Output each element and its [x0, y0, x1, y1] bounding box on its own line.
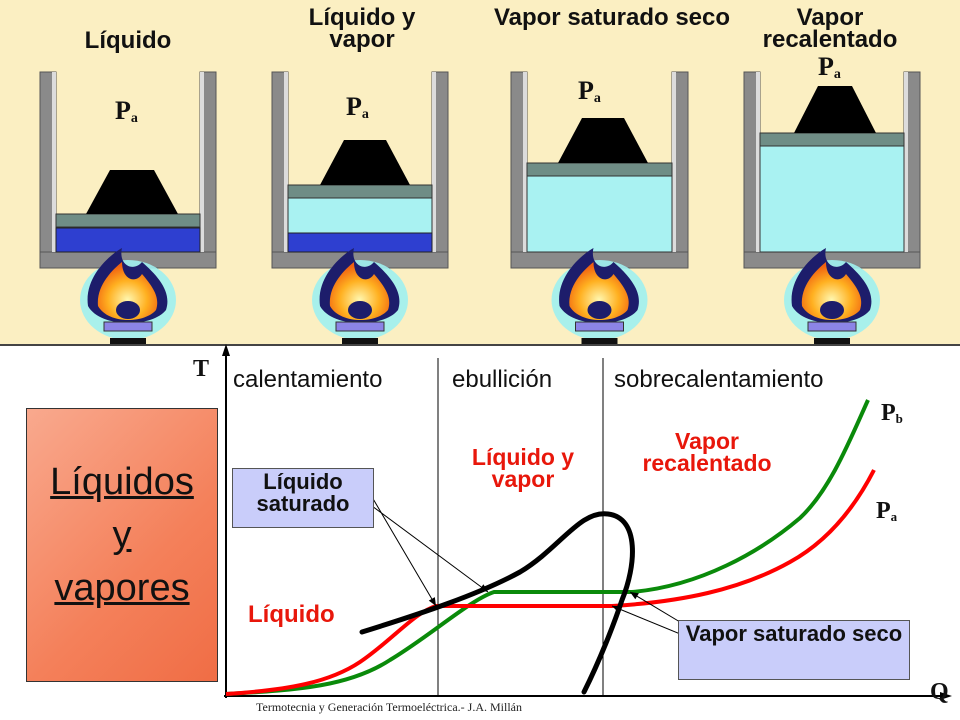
state-title-liquid-vapor: Líquido y vapor — [308, 4, 416, 53]
pressure-label-superheated-vapor: Pa — [818, 52, 841, 82]
vessel-inner-edge-right — [904, 72, 908, 252]
flame-icon — [80, 248, 176, 344]
vessel-inner-edge-left — [523, 72, 527, 252]
pressure-curve-label-pb: Pb — [881, 400, 903, 426]
vessel-inner-edge-left — [284, 72, 288, 252]
cylinder-states-panel: Líquido Líquido y vapor Vapor saturado s… — [0, 0, 960, 346]
side-title-line2: y — [112, 514, 132, 556]
state-title-superheated-vapor: Vapor recalentado — [762, 4, 898, 53]
pressure-label-saturated-vapor: Pa — [578, 76, 601, 106]
state-title-liquid: Líquido — [84, 27, 172, 54]
pointer-saturated-liquid-pa-head — [428, 597, 436, 606]
vapor-fill — [287, 197, 433, 234]
pointer-saturated-liquid-pb — [371, 505, 489, 593]
vessel-inner-edge-right — [200, 72, 204, 252]
temperature-heat-diagram — [222, 344, 952, 700]
piston — [526, 162, 673, 177]
weight — [794, 86, 876, 133]
flame-icon — [551, 248, 648, 344]
pointer-saturated-liquid-pb-head — [479, 584, 488, 592]
liquid-fill — [55, 227, 201, 253]
side-title-line1: Líquidos — [50, 461, 194, 503]
cylinder-scene — [39, 71, 921, 344]
piston — [287, 184, 433, 199]
pressure-label-liquid-vapor: Pa — [346, 92, 369, 122]
callout-saturated-liquid: Líquido saturado — [232, 468, 374, 528]
callout-saturated-vapor: Vapor saturado seco — [678, 620, 910, 680]
liquid-fill — [287, 232, 433, 253]
side-title-line3: vapores — [54, 567, 190, 609]
flame-icon — [312, 248, 408, 344]
piston — [55, 213, 201, 228]
y-axis-arrow — [222, 344, 230, 356]
pointer-saturated-vapor-pa-head — [612, 605, 621, 613]
vessel-inner-edge-right — [432, 72, 436, 252]
piston — [759, 132, 905, 147]
curve-label-superheated: Vapor recalentado — [642, 428, 772, 476]
vessel-liquid — [39, 71, 217, 344]
vessel-inner-edge-right — [672, 72, 676, 252]
vessel-superheated-vapor — [743, 71, 921, 344]
pressure-curve-pb — [225, 399, 870, 696]
vessel-inner-edge-left — [756, 72, 760, 252]
weight — [86, 170, 178, 214]
footer-credit: Termotecnia y Generación Termoeléctrica.… — [256, 700, 522, 714]
curve-label-liquid-vapor: Líquido y vapor — [471, 444, 575, 492]
weight — [558, 118, 648, 163]
vessel-saturated-vapor — [510, 71, 689, 344]
weight — [320, 140, 410, 185]
y-axis-label: T — [193, 356, 210, 382]
flame-icon — [784, 248, 880, 344]
pointer-saturated-vapor-pa — [611, 605, 691, 639]
vapor-fill — [526, 174, 673, 253]
region-label-superheating: sobrecalentamiento — [614, 366, 824, 393]
region-label-heating: calentamiento — [233, 366, 383, 393]
pointer-saturated-liquid-pa — [371, 496, 437, 607]
x-axis-label: Q — [930, 679, 949, 705]
vessel-liquid-vapor — [271, 71, 449, 344]
pressure-label-liquid: Pa — [115, 96, 138, 126]
saturation-curve — [359, 511, 635, 695]
vapor-fill — [759, 144, 905, 253]
region-label-boiling: ebullición — [452, 366, 553, 393]
side-title-box: Líquidos y vapores — [26, 408, 218, 682]
pointer-saturated-vapor-pb-head — [630, 592, 639, 600]
vessel-inner-edge-left — [52, 72, 56, 252]
state-title-saturated-vapor: Vapor saturado seco — [493, 4, 731, 31]
pressure-curve-label-pa: Pa — [876, 498, 898, 524]
curve-label-liquid: Líquido — [248, 601, 335, 628]
x-axis-arrow — [940, 692, 952, 700]
